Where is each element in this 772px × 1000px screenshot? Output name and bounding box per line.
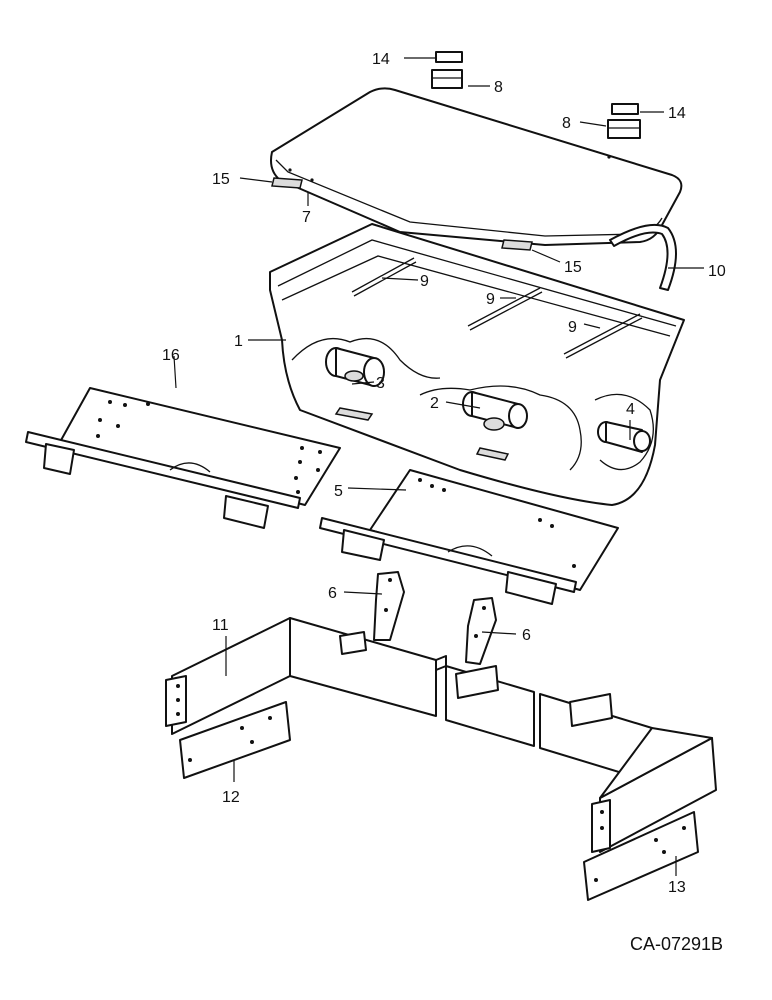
callout-6-right: 6	[522, 627, 531, 644]
tie-rod-2	[467, 287, 543, 331]
strike-plate-left	[271, 177, 303, 189]
callout-5: 5	[334, 483, 343, 500]
fitting-2	[462, 391, 528, 431]
fitting-3	[325, 347, 385, 387]
side-bracket-11	[165, 617, 291, 735]
hinge-left	[431, 69, 463, 89]
hinge-right	[607, 119, 641, 139]
drawing-code: CA-07291B	[630, 934, 723, 954]
callout-14-right: 14	[668, 105, 686, 122]
callout-8-right: 8	[562, 115, 571, 132]
hinge-pad-left	[435, 51, 463, 63]
callout-16: 16	[162, 347, 180, 364]
tie-rod-1	[351, 257, 417, 297]
callout-14-top: 14	[372, 51, 390, 68]
strike-plate-center	[501, 239, 533, 251]
brace-left	[373, 571, 405, 641]
tie-rod-3	[563, 313, 643, 359]
callout-8-top: 8	[494, 79, 503, 96]
callout-labels: 14 8 8 14 15 7 15 10 9 9 9 1 3 2 4 16 5 …	[162, 51, 726, 896]
callout-12: 12	[222, 789, 240, 806]
callout-9-center: 9	[486, 291, 495, 308]
callout-1: 1	[234, 333, 243, 350]
mounting-plate-16	[25, 387, 341, 529]
callout-11: 11	[212, 617, 229, 634]
box-tub	[269, 223, 685, 506]
frame-beam	[289, 617, 653, 783]
brace-right	[465, 597, 497, 665]
callout-7: 7	[302, 209, 311, 226]
callout-6-left: 6	[328, 585, 337, 602]
leader-lines	[173, 57, 704, 876]
callout-4: 4	[626, 401, 635, 418]
callout-10: 10	[708, 263, 726, 280]
callout-9-left: 9	[420, 273, 429, 290]
plate-13	[583, 811, 699, 901]
fitting-4	[597, 421, 651, 453]
lid-strap	[609, 224, 677, 291]
plate-12	[179, 701, 291, 779]
callout-15-left: 15	[212, 171, 230, 188]
mounting-plate-5	[319, 469, 619, 605]
callout-13: 13	[668, 879, 686, 896]
hinge-pad-right	[611, 103, 639, 115]
callout-3: 3	[376, 375, 385, 392]
end-bracket-right	[591, 727, 717, 853]
callout-9-right: 9	[568, 319, 577, 336]
callout-15-center: 15	[564, 259, 582, 276]
callout-2: 2	[430, 395, 439, 412]
